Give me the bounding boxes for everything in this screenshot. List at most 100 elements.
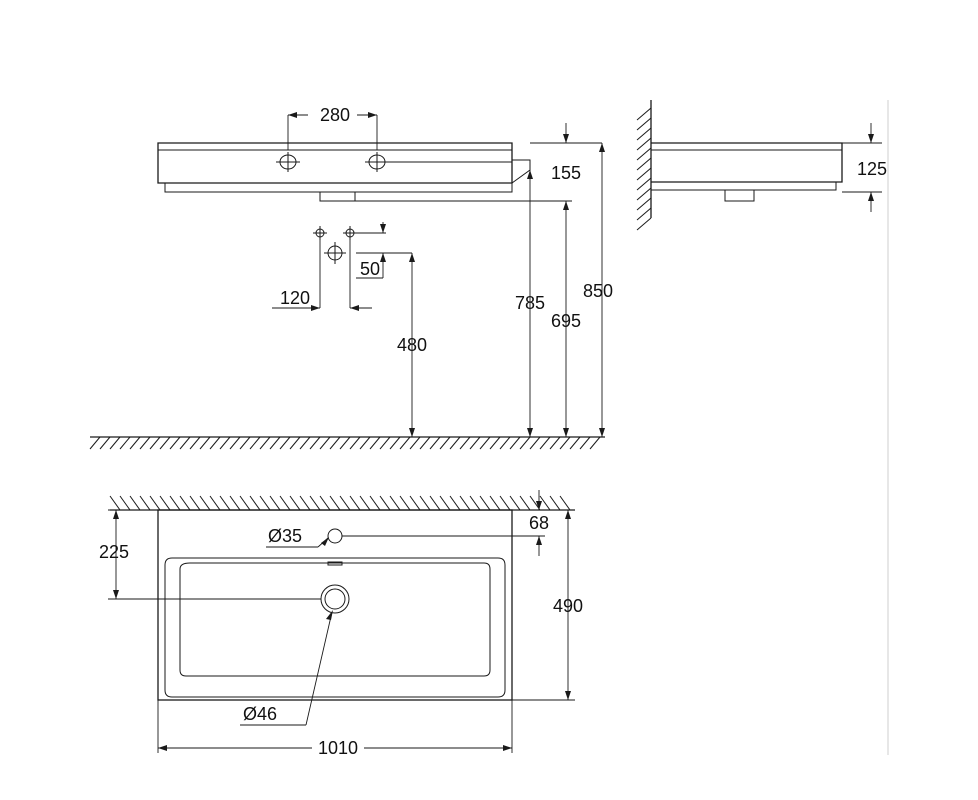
wall-hatch-line <box>329 495 341 511</box>
label-850: 850 <box>583 281 613 301</box>
wall-hatch-line <box>636 197 652 211</box>
floor-hatch-line <box>479 436 491 450</box>
dimension-155: 155 <box>530 123 602 183</box>
floor-hatch-line <box>359 436 371 450</box>
side-drain-outlet <box>724 190 755 202</box>
tap-hole-left <box>276 152 300 172</box>
dimension-125: 125 <box>842 123 887 212</box>
dimension-68: 68 <box>512 490 549 556</box>
wall-hatch-line <box>369 495 381 511</box>
floor-hatch-line <box>409 436 421 450</box>
floor-hatch-line <box>299 436 311 450</box>
wall-hatch-line <box>229 495 241 511</box>
floor-hatch-line <box>229 436 241 450</box>
bowl-inner <box>179 562 491 677</box>
dimension-225: 225 <box>99 509 321 600</box>
floor-hatch-line <box>189 436 201 450</box>
overflow-slot <box>327 561 343 566</box>
floor-hatch-line <box>439 436 451 450</box>
wall-hatch-line <box>489 495 501 511</box>
wall-hatch-line <box>359 495 371 511</box>
floor-hatch-line <box>569 436 581 450</box>
label-1010: 1010 <box>318 738 358 758</box>
wall-hatch-line <box>479 495 491 511</box>
wall-hatch-line <box>139 495 151 511</box>
floor-hatch <box>89 436 605 450</box>
side-view: 125 <box>636 100 889 755</box>
dimension-480: 480 <box>397 253 427 437</box>
wall-hatch-line <box>109 495 121 511</box>
wall-hatch-line <box>189 495 201 511</box>
wall-hatch-line <box>636 167 652 181</box>
floor-hatch-line <box>219 436 231 450</box>
wall-hatch-line <box>636 107 652 121</box>
drain-outlet <box>319 192 356 202</box>
wall-hatch-line <box>219 495 231 511</box>
wall-hatch-line <box>636 137 652 151</box>
floor-hatch-line <box>519 436 531 450</box>
front-view: 280 120 50 <box>89 105 613 450</box>
floor-hatch-line <box>199 436 211 450</box>
wall-hatch-line <box>249 495 261 511</box>
basin-side-outline <box>651 142 843 183</box>
wall-hatch-line <box>349 495 361 511</box>
floor-hatch-line <box>149 436 161 450</box>
dimension-46: Ø46 <box>240 610 333 726</box>
wall-hatch-line <box>389 495 401 511</box>
floor-hatch-line <box>429 436 441 450</box>
label-46: Ø46 <box>243 704 277 724</box>
wall-hatch-line <box>636 157 652 171</box>
floor-hatch-line <box>369 436 381 450</box>
basin-front-outline <box>157 142 513 184</box>
dimension-120: 120 <box>272 240 372 309</box>
floor-hatch-line <box>259 436 271 450</box>
wall-hatch-line <box>259 495 271 511</box>
wall-hatch-line <box>636 187 652 201</box>
floor-hatch-line <box>539 436 551 450</box>
floor-hatch-line <box>159 436 171 450</box>
wall-hatch-line <box>439 495 451 511</box>
tap-hole-right <box>365 152 512 172</box>
wall-hatch-line <box>459 495 471 511</box>
wall-hatch-line <box>279 495 291 511</box>
floor-hatch-line <box>489 436 501 450</box>
basin-top-outline <box>157 509 513 701</box>
front-arrowheads <box>288 112 605 437</box>
wall-hatch-line <box>636 147 652 161</box>
floor-hatch-line <box>89 436 101 450</box>
floor-hatch-line <box>549 436 561 450</box>
wall-hatch-line <box>319 495 331 511</box>
label-125: 125 <box>857 159 887 179</box>
wall-hatch-line <box>299 495 311 511</box>
wall-hatch <box>636 100 652 231</box>
basin-underside <box>164 183 513 193</box>
wall-hatch-line <box>539 495 551 511</box>
wall-hatch-line <box>239 495 251 511</box>
label-280: 280 <box>320 105 350 125</box>
floor-hatch-line <box>509 436 521 450</box>
wall-hatch-line <box>129 495 141 511</box>
floor-hatch-line <box>449 436 461 450</box>
floor-hatch-line <box>119 436 131 450</box>
floor-hatch-line <box>239 436 251 450</box>
wall-hatch-line <box>419 495 431 511</box>
floor-hatch-line <box>99 436 111 450</box>
floor-hatch-line <box>389 436 401 450</box>
dimension-850: 850 <box>583 143 613 437</box>
label-225: 225 <box>99 542 129 562</box>
floor-hatch-line <box>559 436 571 450</box>
floor-hatch-line <box>129 436 141 450</box>
wall-hatch-line <box>429 495 441 511</box>
floor-hatch-line <box>529 436 541 450</box>
wall-hatch-line <box>636 117 652 131</box>
wall-hatch-line <box>499 495 511 511</box>
floor-hatch-line <box>399 436 411 450</box>
wall-hatch-line <box>509 495 521 511</box>
wall-hatch-line <box>636 217 652 231</box>
floor-hatch-line <box>169 436 181 450</box>
wall-hatch-line <box>269 495 281 511</box>
dimension-35: Ø35 <box>266 526 545 548</box>
wall-hatch-line <box>169 495 181 511</box>
floor-hatch-line <box>459 436 471 450</box>
